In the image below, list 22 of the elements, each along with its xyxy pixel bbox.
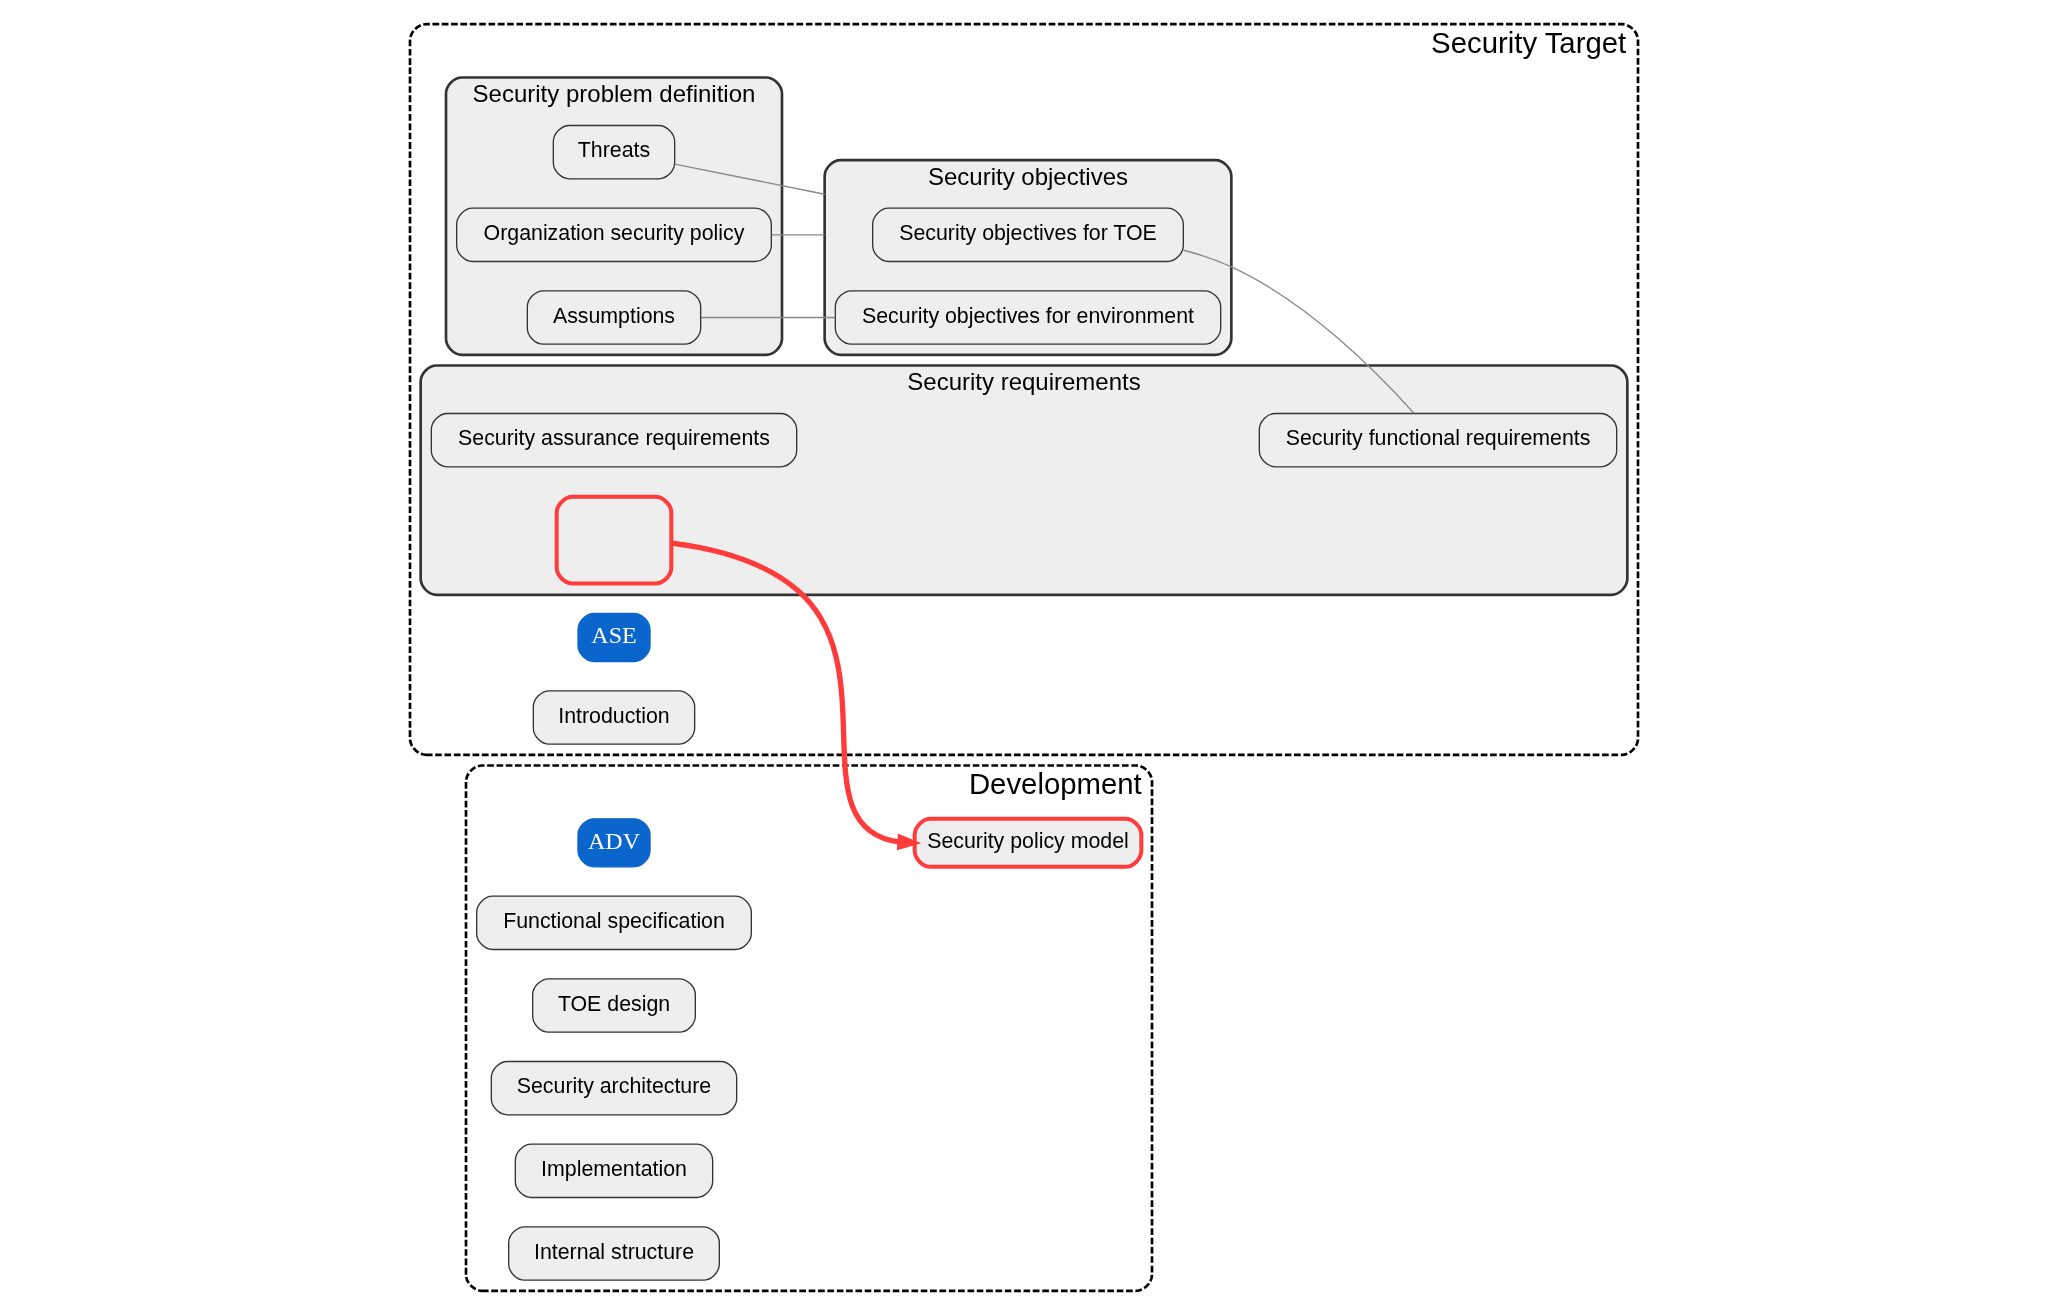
connector — [1182, 249, 1415, 414]
node-box: Assumptions — [526, 290, 702, 345]
node-box: Threats — [552, 124, 676, 180]
node-box: Organization security policy — [456, 207, 772, 263]
node-box: Security objectives for environment — [834, 290, 1222, 345]
node-box: Internal structure — [508, 1226, 720, 1281]
arrow — [671, 540, 922, 851]
connector — [674, 163, 826, 195]
node-box: TOE design — [532, 978, 696, 1033]
node-box: Functional specification — [476, 895, 752, 951]
node-box: Introduction — [532, 690, 696, 745]
node-box: Security objectives for TOE — [872, 207, 1184, 263]
node-box: Security assurance requirements — [430, 412, 798, 468]
node-box: Implementation — [514, 1143, 714, 1199]
node-box: ADV — [577, 818, 651, 868]
node-box — [554, 494, 674, 586]
node-box: Security architecture — [490, 1060, 738, 1116]
connector — [770, 234, 826, 236]
node-box: Security policy model — [912, 816, 1144, 869]
node-box: Security functional requirements — [1258, 412, 1618, 468]
node-box: ASE — [577, 612, 651, 663]
connector — [700, 316, 836, 319]
